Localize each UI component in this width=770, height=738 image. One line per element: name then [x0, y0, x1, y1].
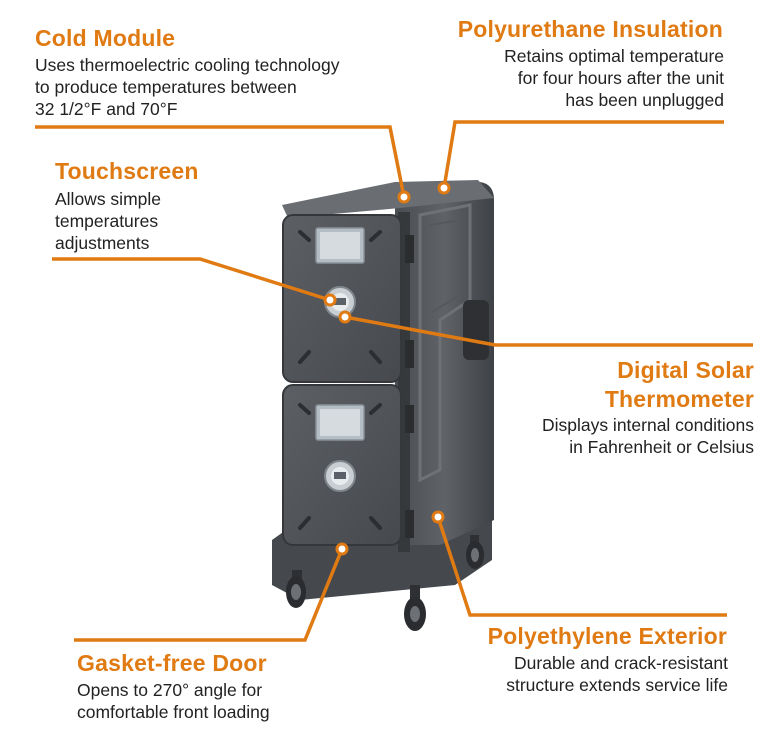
description-line: Uses thermoelectric cooling technology [35, 55, 340, 75]
description-line: Allows simple [55, 189, 161, 209]
polyurethane-insulation-description: Retains optimal temperature for four hou… [504, 45, 724, 111]
door-leader [74, 548, 344, 642]
touchscreen-title: Touchscreen [55, 158, 199, 184]
polyurethane-insulation-title: Polyurethane Insulation [457, 16, 723, 42]
thermometer-leader [344, 315, 753, 347]
description-line: Retains optimal temperature [504, 46, 724, 66]
touchscreen-leader [52, 257, 331, 302]
description-line: Displays internal conditions [541, 415, 754, 435]
title-line: Thermometer [604, 386, 754, 412]
description-line: temperatures [55, 211, 159, 231]
description-line: 32 1/2°F and 70°F [35, 99, 178, 119]
description-line: structure extends service life [506, 675, 728, 695]
description-line: adjustments [55, 233, 150, 253]
digital-solar-thermometer-title: Digital Solar Thermometer [605, 356, 754, 414]
description-line: comfortable front loading [77, 702, 270, 722]
leader-lines [35, 120, 753, 642]
lower-door [282, 384, 402, 546]
digital-solar-thermometer-description: Displays internal conditions in Fahrenhe… [542, 414, 754, 458]
exterior-leader [436, 516, 727, 617]
polyethylene-exterior-description: Durable and crack-resistant structure ex… [506, 652, 728, 696]
touchscreen-description: Allows simple temperatures adjustments [55, 188, 161, 254]
gasket-free-door-title: Gasket-free Door [77, 650, 267, 676]
description-line: in Fahrenheit or Celsius [569, 437, 754, 457]
leader-dots [323, 181, 451, 556]
casters [286, 535, 484, 631]
cold-module-description: Uses thermoelectric cooling technology t… [35, 54, 339, 120]
upper-door [282, 214, 402, 383]
polyethylene-exterior-title: Polyethylene Exterior [487, 623, 727, 649]
title-line: Digital Solar [617, 357, 754, 383]
description-line: Durable and crack-resistant [514, 653, 728, 673]
description-line: for four hours after the unit [517, 68, 724, 88]
description-line: has been unplugged [565, 90, 724, 110]
cold-module-title: Cold Module [35, 25, 176, 51]
description-line: to produce temperatures between [35, 77, 297, 97]
cold-module-leader [35, 125, 406, 198]
insulation-leader [442, 120, 724, 189]
gasket-free-door-description: Opens to 270° angle for comfortable fron… [77, 679, 270, 723]
description-line: Opens to 270° angle for [77, 680, 263, 700]
